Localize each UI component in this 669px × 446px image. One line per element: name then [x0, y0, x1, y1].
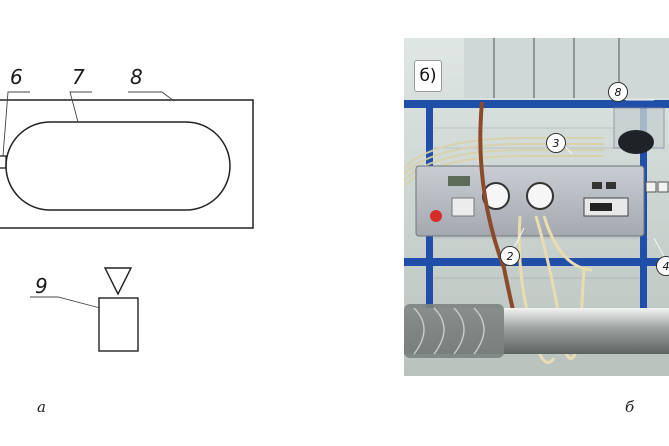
outer-frame-8 [0, 99, 254, 229]
label-6: 6 [10, 65, 23, 89]
label-9: 9 [35, 274, 48, 298]
capsule-7 [5, 121, 231, 211]
leader-7 [69, 91, 92, 123]
photo-callout-4: 4 [656, 256, 669, 276]
triangle-9 [103, 267, 133, 296]
photo-callout-2: 2 [500, 246, 520, 266]
label-7: 7 [72, 65, 85, 89]
port-6 [0, 155, 7, 169]
photo-callout-3: 3 [546, 133, 566, 153]
leader-6 [2, 91, 30, 157]
leader-8 [128, 91, 175, 102]
equipment-photo [404, 38, 669, 376]
box-9 [98, 297, 139, 352]
leader-9 [30, 296, 101, 309]
caption-a: а [37, 398, 46, 416]
caption-b: б [625, 398, 635, 416]
label-8: 8 [130, 65, 143, 89]
photo-callout-8: 8 [608, 82, 628, 102]
photo-panel-tag: б) [414, 60, 442, 92]
